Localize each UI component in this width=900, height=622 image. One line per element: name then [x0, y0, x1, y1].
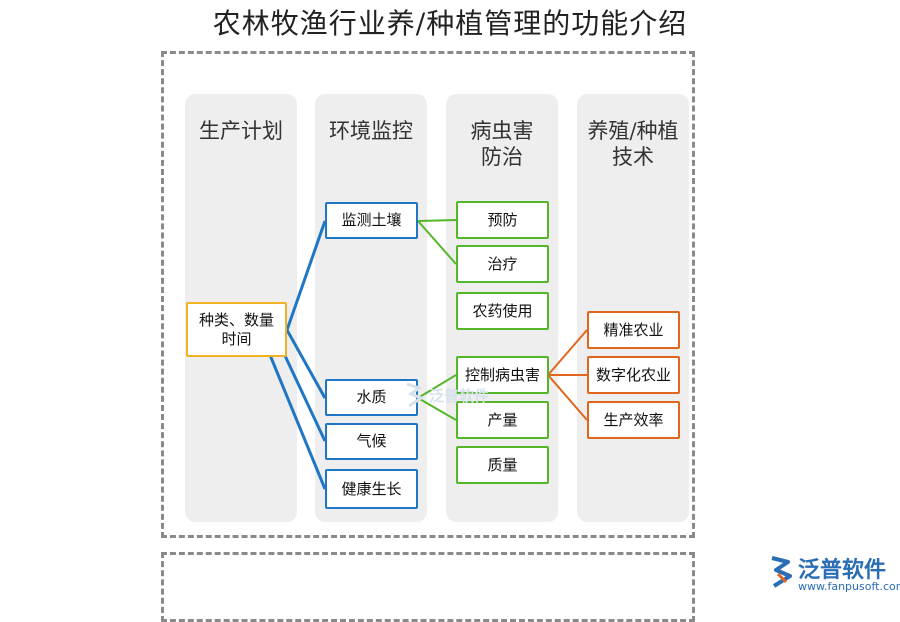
- watermark-text: 泛普软件: [429, 386, 490, 405]
- node-pesticide-use: 农药使用: [456, 292, 549, 330]
- connector-pest-precision: [547, 329, 588, 376]
- connector-water-yield: [417, 397, 457, 421]
- column-breeding-tech: [577, 94, 689, 522]
- brand-url: www.fanpusoft.com: [798, 580, 900, 593]
- connector-root-climate: [278, 344, 327, 442]
- column-header-production-plan: 生产计划: [199, 119, 283, 143]
- page-title: 农林牧渔行业养/种植管理的功能介绍: [212, 7, 688, 40]
- brand-logo-icon: [771, 556, 792, 588]
- node-yield: 产量: [456, 401, 549, 439]
- connector-soil-prevent: [417, 219, 457, 222]
- column-header-breeding-tech: 养殖/种植 技术: [587, 119, 679, 169]
- watermark-logo-icon: [406, 382, 423, 408]
- connector-root-health: [268, 354, 327, 490]
- node-digital-agriculture: 数字化农业: [587, 356, 680, 394]
- connector-root-water: [285, 329, 327, 399]
- connector-root-soil: [285, 220, 327, 331]
- connector-lines: [268, 219, 588, 490]
- diagram-frame: [161, 51, 695, 538]
- node-monitor-soil: 监测土壤: [325, 202, 418, 239]
- node-pest-control: 控制病虫害: [456, 356, 549, 394]
- connector-soil-treat: [417, 220, 457, 265]
- connector-water-pest: [417, 374, 457, 399]
- connector-pest-efficiency: [547, 374, 588, 421]
- column-header-environment-monitor: 环境监控: [329, 119, 413, 143]
- brand-logo: 泛普软件 www.fanpusoft.com: [768, 552, 900, 598]
- column-header-pest-control: 病虫害 防治: [470, 119, 534, 169]
- node-treatment: 治疗: [456, 245, 549, 283]
- watermark: 泛普软件: [405, 382, 489, 408]
- node-quality: 质量: [456, 446, 549, 484]
- node-healthy-growth: 健康生长: [325, 469, 418, 509]
- node-production-efficiency: 生产效率: [587, 401, 680, 439]
- node-prevention: 预防: [456, 201, 549, 239]
- node-climate: 气候: [325, 423, 418, 460]
- node-water-quality: 水质: [325, 379, 418, 416]
- brand-name: 泛普软件: [798, 558, 887, 583]
- node-precision-agriculture: 精准农业: [587, 311, 680, 349]
- node-root-category-quantity-time: 种类、数量 时间: [186, 302, 287, 357]
